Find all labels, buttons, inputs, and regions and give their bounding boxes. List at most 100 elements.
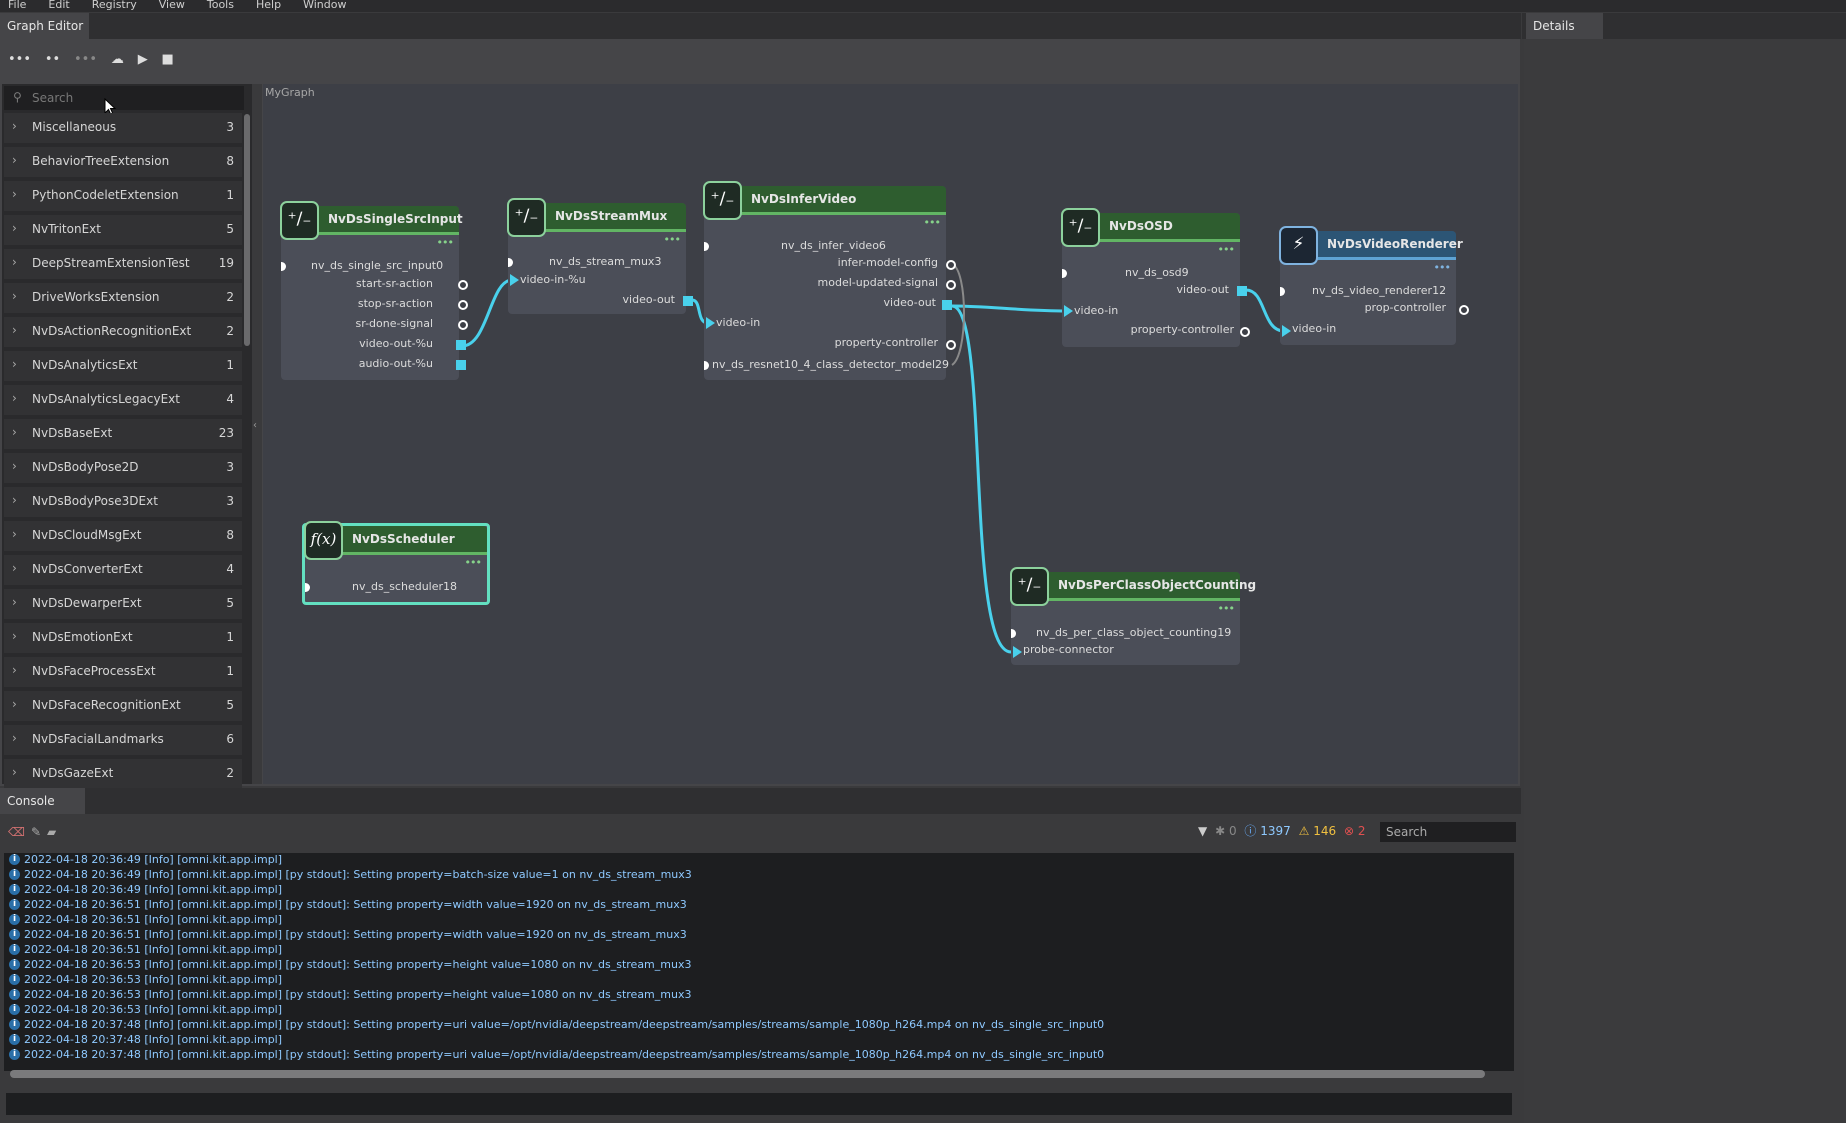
chevron-right-icon[interactable]: › bbox=[12, 255, 17, 269]
pin-property-controller[interactable] bbox=[946, 340, 956, 350]
node-menu-icon[interactable]: ••• bbox=[663, 233, 681, 246]
chevron-right-icon[interactable]: › bbox=[12, 561, 17, 575]
node-osd[interactable]: ⁺∕₋ NvDsOSD ••• nv_ds_osd9 video-out vid… bbox=[1061, 208, 1250, 347]
input-pin[interactable] bbox=[1011, 629, 1016, 638]
tab-console[interactable]: Console bbox=[0, 788, 85, 814]
model-pin[interactable] bbox=[704, 361, 709, 370]
input-pin[interactable] bbox=[281, 262, 286, 271]
chevron-right-icon[interactable]: › bbox=[12, 629, 17, 643]
cloud-icon[interactable]: ☁ bbox=[110, 52, 124, 67]
node-menu-icon[interactable]: ••• bbox=[923, 216, 941, 229]
node-menu-icon[interactable]: ••• bbox=[436, 236, 454, 249]
edit-icon[interactable]: ✎ bbox=[30, 825, 42, 839]
menu-file[interactable]: File bbox=[8, 0, 27, 11]
input-pin[interactable] bbox=[1062, 269, 1067, 278]
menu-view[interactable]: View bbox=[158, 0, 185, 11]
node-menu-icon[interactable]: ••• bbox=[1217, 602, 1235, 615]
pin-video-out[interactable] bbox=[683, 296, 693, 306]
search-input[interactable] bbox=[4, 86, 244, 110]
chevron-right-icon[interactable]: › bbox=[12, 527, 17, 541]
pin-probe-connector[interactable] bbox=[1013, 646, 1022, 658]
pin-stop-sr-action[interactable] bbox=[458, 300, 468, 310]
input-pin[interactable] bbox=[305, 583, 310, 592]
node-infer-video[interactable]: ⁺∕₋ NvDsInferVideo ••• nv_ds_infer_video… bbox=[703, 181, 956, 380]
sidebar-scrollbar[interactable] bbox=[244, 114, 250, 346]
tab-graph-editor[interactable]: Graph Editor bbox=[0, 13, 89, 39]
chevron-right-icon[interactable]: › bbox=[12, 391, 17, 405]
menu-help[interactable]: Help bbox=[255, 0, 282, 11]
play-icon[interactable]: ▶ bbox=[137, 52, 148, 67]
log-horizontal-scrollbar[interactable] bbox=[10, 1070, 1485, 1078]
info-filter-icon[interactable]: ⓘ bbox=[1244, 824, 1257, 838]
chevron-right-icon[interactable]: › bbox=[12, 731, 17, 745]
pin-video-in[interactable] bbox=[1282, 325, 1291, 337]
node-scheduler[interactable]: f(x) NvDsScheduler ••• nv_ds_scheduler18 bbox=[302, 521, 490, 605]
panel-splitter[interactable] bbox=[252, 84, 262, 784]
node-menu-icon[interactable]: ••• bbox=[1433, 261, 1451, 274]
dots-icon[interactable]: ••• bbox=[74, 52, 98, 67]
warning-filter-icon[interactable]: ⚠ bbox=[1298, 824, 1310, 838]
chevron-right-icon[interactable]: › bbox=[12, 493, 17, 507]
chevron-right-icon[interactable]: › bbox=[12, 765, 17, 779]
chevron-right-icon[interactable]: › bbox=[12, 221, 17, 235]
chevron-right-icon[interactable]: › bbox=[12, 595, 17, 609]
pin-audio-out[interactable] bbox=[456, 360, 466, 370]
menu-window[interactable]: Window bbox=[303, 0, 347, 11]
chevron-right-icon[interactable]: › bbox=[12, 663, 17, 677]
input-pin[interactable] bbox=[1280, 287, 1285, 296]
chevron-right-icon[interactable]: › bbox=[12, 119, 17, 133]
pin-sr-done-signal[interactable] bbox=[458, 320, 468, 330]
filter-icon[interactable]: ▼ bbox=[1198, 824, 1208, 838]
tab-details[interactable]: Details bbox=[1526, 13, 1603, 39]
pin-model-updated-signal[interactable] bbox=[946, 280, 956, 290]
chevron-right-icon[interactable]: › bbox=[12, 459, 17, 473]
pin-video-out[interactable] bbox=[1237, 286, 1247, 296]
chevron-right-icon[interactable]: › bbox=[12, 323, 17, 337]
chevron-right-icon[interactable]: › bbox=[12, 697, 17, 711]
chevron-right-icon[interactable]: › bbox=[12, 357, 17, 371]
pin-prop-controller[interactable] bbox=[1459, 305, 1469, 315]
pin-infer-model-config[interactable] bbox=[946, 260, 956, 270]
pin-property-controller[interactable] bbox=[1240, 327, 1250, 337]
pin-video-out[interactable] bbox=[456, 340, 466, 350]
menu-dots-icon[interactable]: ••• bbox=[8, 52, 32, 67]
node-single-src-input[interactable]: ⁺∕₋ NvDsSingleSrcInput ••• nv_ds_single_… bbox=[280, 201, 468, 380]
error-filter-icon[interactable]: ⊗ bbox=[1343, 824, 1355, 838]
menu-registry[interactable]: Registry bbox=[91, 0, 137, 11]
collapse-sidebar-icon[interactable]: ‹ bbox=[253, 420, 257, 431]
command-input[interactable] bbox=[6, 1093, 1512, 1115]
pin-video-in[interactable] bbox=[510, 274, 519, 286]
star-filter-icon[interactable]: ✱ bbox=[1215, 824, 1226, 838]
node-video-renderer[interactable]: ⚡ NvDsVideoRenderer ••• nv_ds_video_rend… bbox=[1279, 226, 1469, 345]
menu-tools[interactable]: Tools bbox=[206, 0, 234, 11]
chevron-right-icon[interactable]: › bbox=[12, 153, 17, 167]
menu-edit[interactable]: Edit bbox=[48, 0, 70, 11]
node-menu-icon[interactable]: ••• bbox=[464, 556, 482, 569]
node-menu-icon[interactable]: ••• bbox=[1217, 243, 1235, 256]
clear-log-icon[interactable]: ⌫ bbox=[8, 825, 25, 839]
input-pin[interactable] bbox=[704, 242, 709, 251]
node-per-class-object-counting[interactable]: ⁺∕₋ NvDsPerClassObjectCounting ••• nv_ds… bbox=[1010, 567, 1256, 665]
chevron-right-icon[interactable]: › bbox=[12, 425, 17, 439]
stop-icon[interactable]: ■ bbox=[161, 52, 174, 67]
